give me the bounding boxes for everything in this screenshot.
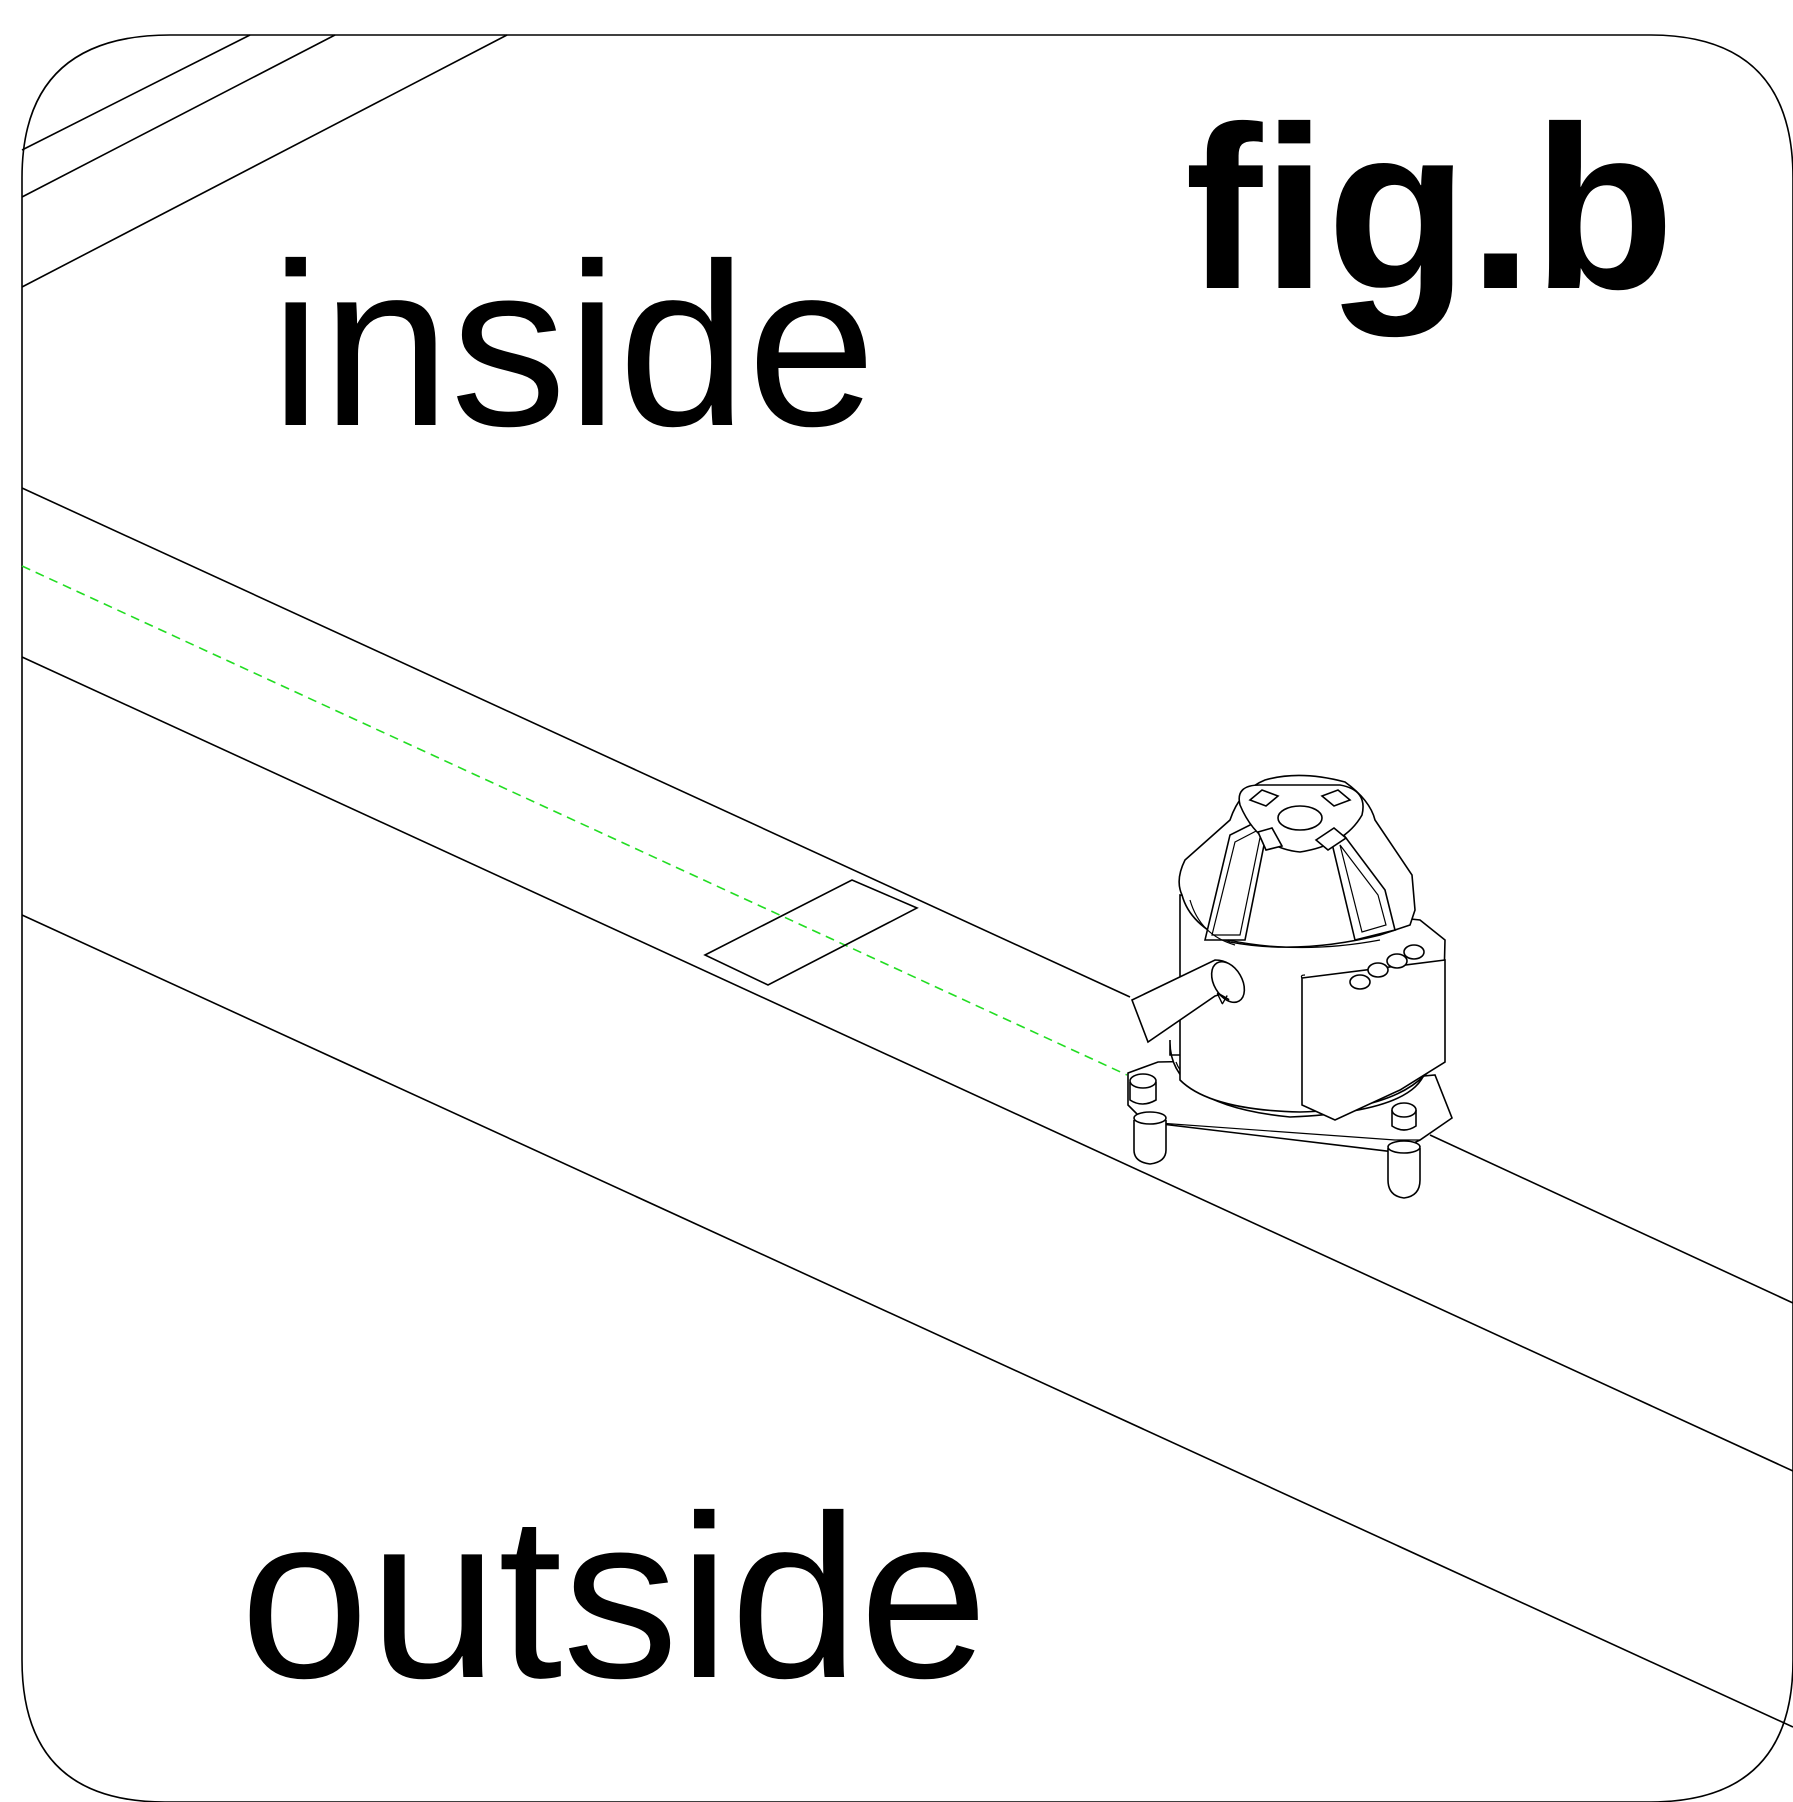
outside-label: outside xyxy=(240,1468,988,1727)
laser-level-icon: 4 xyxy=(1127,774,1453,1199)
track-lines xyxy=(21,487,1793,1728)
laser-beam-line xyxy=(21,565,1128,1076)
target-marker xyxy=(703,879,919,986)
inside-label: inside xyxy=(270,216,876,475)
top-wall-lines xyxy=(21,34,508,288)
figure-frame xyxy=(21,34,1793,1802)
figure-title: fig.b xyxy=(1185,79,1675,338)
